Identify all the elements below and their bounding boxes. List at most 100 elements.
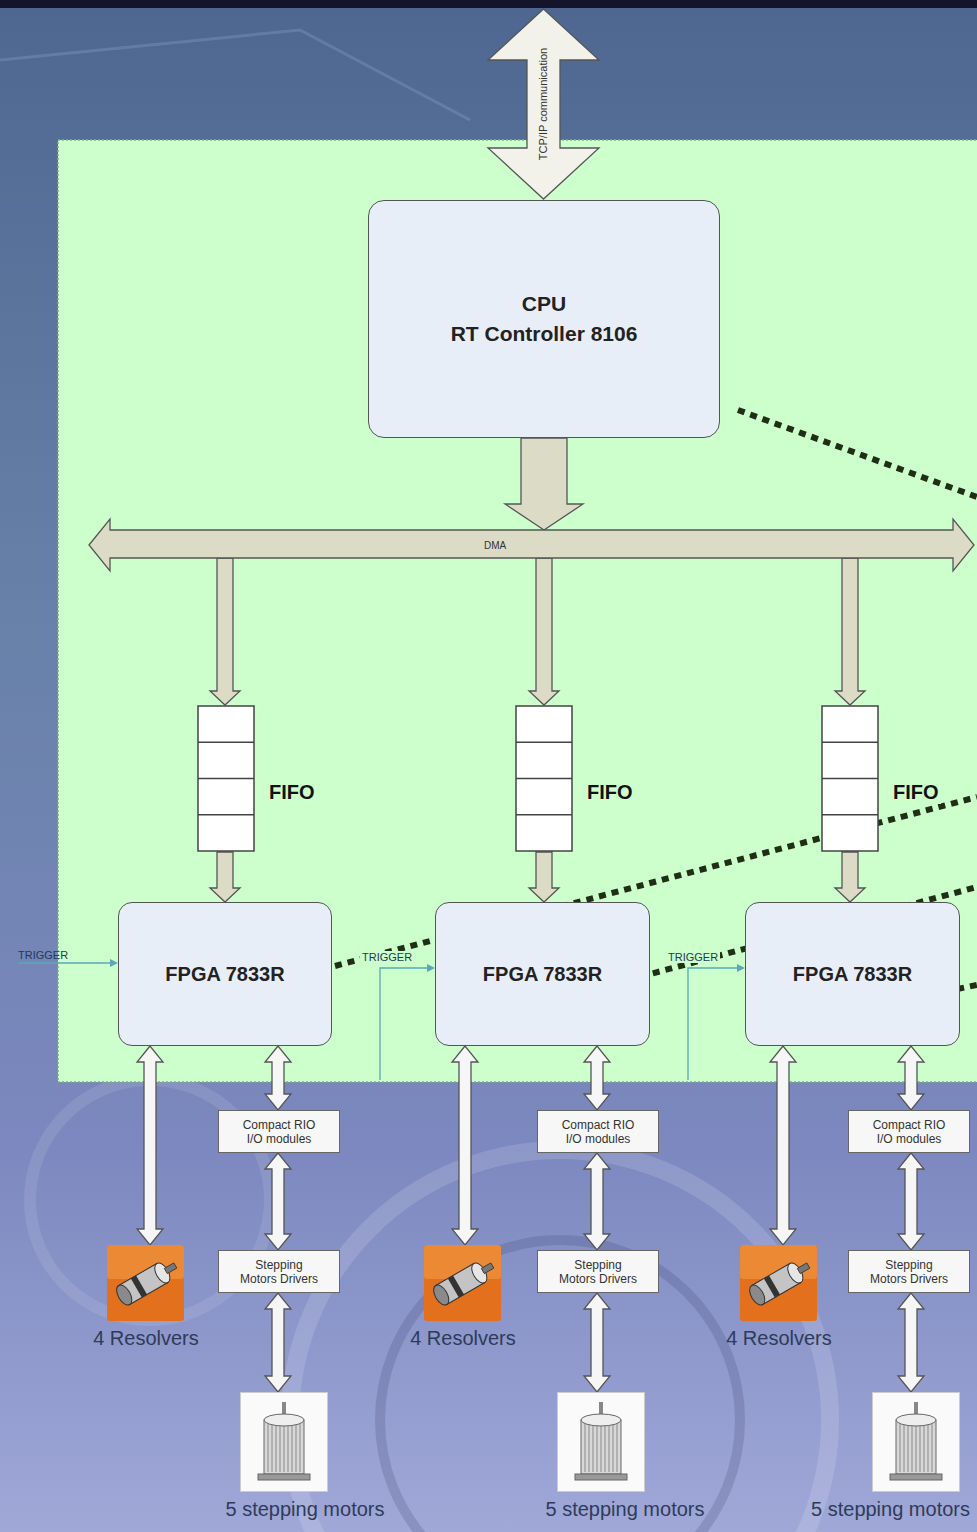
node-text: Stepping Motors Drivers	[238, 1258, 320, 1286]
motor-rib	[928, 1422, 929, 1472]
motor-picture	[872, 1392, 960, 1492]
fifo-cell-divider	[198, 742, 254, 744]
resolver-end	[431, 1282, 452, 1307]
fifo-buffer: FIFO	[197, 705, 323, 852]
trigger-label-holder: TRIGGER	[666, 947, 720, 965]
motor-rib	[612, 1422, 613, 1472]
fpga-box: FPGA 7833R	[745, 902, 960, 1046]
motor-rib	[584, 1422, 585, 1472]
resolver-symbol	[431, 1256, 498, 1308]
fifo-buffer: FIFO	[515, 705, 641, 852]
fifo-cell-divider	[516, 778, 572, 780]
data-arrow	[835, 852, 865, 902]
data-arrow	[770, 1046, 796, 1245]
trigger-arrowhead	[427, 964, 435, 972]
driver-box: Stepping Motors Drivers	[848, 1250, 970, 1293]
motor-rib	[608, 1422, 609, 1472]
resolver-end	[747, 1282, 768, 1307]
fifo-cells	[515, 705, 573, 852]
motor-rib	[291, 1422, 292, 1472]
resolver-symbol	[114, 1256, 181, 1308]
motor-foot	[575, 1474, 627, 1480]
data-arrow	[137, 1046, 163, 1245]
data-arrow	[265, 1153, 291, 1250]
motor-rib	[916, 1422, 917, 1472]
trigger-line	[18, 962, 112, 963]
data-arrow	[452, 1046, 478, 1245]
stepping-motor-icon: 5 stepping motors	[808, 1392, 973, 1521]
icon-tile	[240, 1393, 327, 1492]
tcp-ip-arrow: TCP/IP communication	[487, 8, 600, 200]
motor-rib	[616, 1422, 617, 1472]
resolver-symbol	[747, 1256, 814, 1308]
node-text: FIFO	[585, 781, 635, 804]
resolver-icon: 4 Resolvers	[407, 1245, 519, 1350]
resolver-picture	[424, 1245, 501, 1321]
io-module-box: Compact RIO I/O modules	[537, 1110, 659, 1153]
motor-body	[896, 1420, 936, 1474]
node-text: FPGA 7833R	[793, 963, 912, 986]
node-text: Stepping Motors Drivers	[557, 1258, 639, 1286]
trigger-label: TRIGGER	[666, 951, 720, 963]
data-arrow	[505, 438, 583, 530]
data-arrow	[835, 558, 865, 705]
motor-body	[264, 1420, 304, 1474]
fifo-cells	[197, 705, 255, 852]
data-arrow	[584, 1046, 610, 1110]
node-text: DMA	[484, 540, 506, 551]
resolver-band	[764, 1275, 780, 1297]
trigger-line	[688, 968, 739, 1080]
node-text: 4 Resolvers	[93, 1327, 199, 1350]
bus-arrow-shape	[88, 518, 975, 572]
driver-box: Stepping Motors Drivers	[537, 1250, 659, 1293]
icon-tile	[107, 1245, 184, 1321]
trigger-label-holder: TRIGGER	[360, 947, 414, 965]
machine-ring	[380, 1240, 740, 1532]
fifo-cell-divider	[822, 778, 878, 780]
motor-rib	[283, 1422, 284, 1472]
motor-picture	[557, 1392, 645, 1492]
motor-rib	[924, 1422, 925, 1472]
data-arrow	[898, 1046, 924, 1110]
fifo-cell-divider	[822, 742, 878, 744]
motor-rib	[932, 1422, 933, 1472]
data-arrow	[210, 852, 240, 902]
node-text: RT Controller 8106	[451, 319, 638, 349]
node-text: FPGA 7833R	[165, 963, 284, 986]
node-text: 4 Resolvers	[410, 1327, 516, 1350]
resolver-end	[469, 1260, 490, 1285]
io-module-box: Compact RIO I/O modules	[218, 1110, 340, 1153]
icon-tile	[424, 1245, 501, 1321]
node-text: Stepping Motors Drivers	[868, 1258, 950, 1286]
node-text: FIFO	[267, 781, 317, 804]
motor-rib	[600, 1422, 601, 1472]
stepping-motor-icon: 5 stepping motors	[543, 1392, 708, 1521]
node-text: 5 stepping motors	[226, 1498, 385, 1521]
trigger-label: TRIGGER	[360, 951, 414, 963]
data-arrow	[529, 852, 559, 902]
motor-rib	[588, 1422, 589, 1472]
resolver-shaft	[798, 1263, 811, 1274]
background-line	[0, 30, 470, 120]
io-module-box: Compact RIO I/O modules	[848, 1110, 970, 1153]
dma-bus: DMA	[88, 518, 975, 572]
trigger-arrowhead	[110, 959, 118, 967]
trigger-label: TRIGGER	[16, 949, 70, 961]
fifo-cell-divider	[516, 742, 572, 744]
resolver-end	[152, 1260, 173, 1285]
resolver-band	[448, 1275, 464, 1297]
data-arrow	[529, 558, 559, 705]
motor-rib	[592, 1422, 593, 1472]
resolver-icon: 4 Resolvers	[723, 1245, 835, 1350]
icon-tile	[873, 1393, 960, 1492]
motor-foot	[258, 1474, 310, 1480]
fifo-frame	[516, 706, 572, 851]
resolver-end	[114, 1282, 135, 1307]
motor-rib	[920, 1422, 921, 1472]
motor-picture	[240, 1392, 328, 1492]
motor-rib	[295, 1422, 296, 1472]
system-region	[58, 140, 977, 1082]
motor-rib	[908, 1422, 909, 1472]
